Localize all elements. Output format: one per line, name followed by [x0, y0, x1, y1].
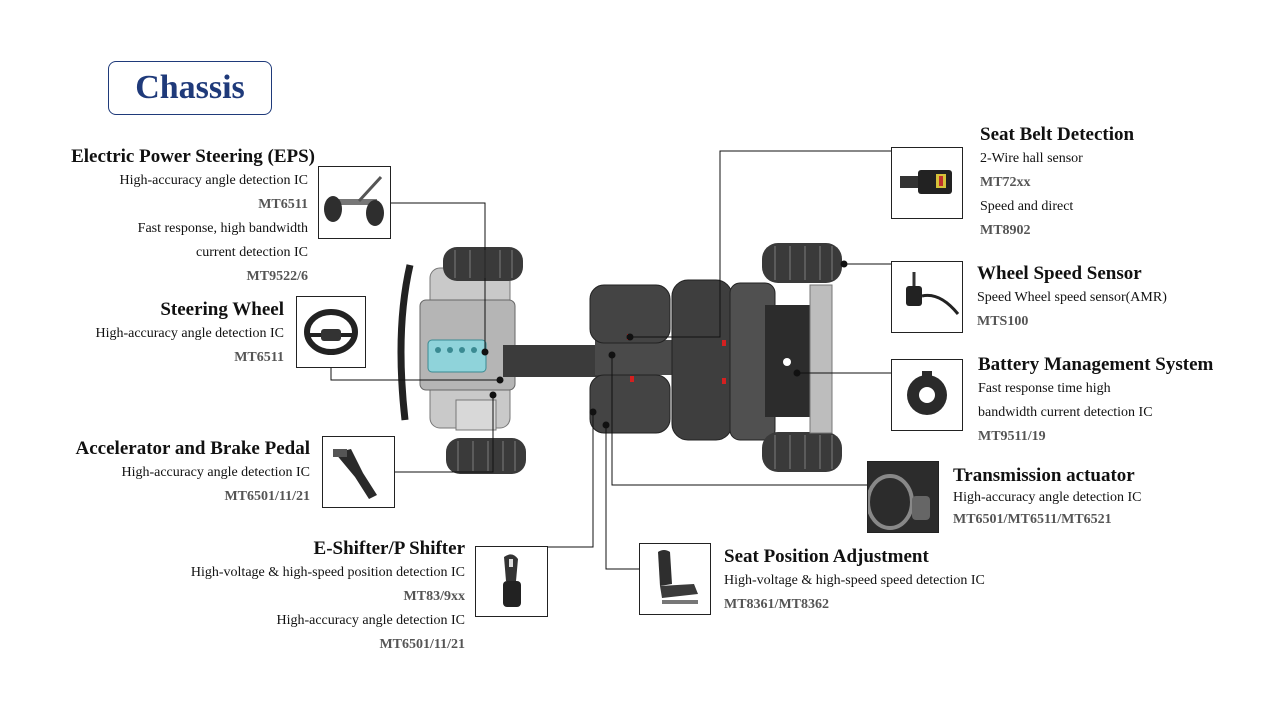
bms-part-number: MT9511/19 [978, 429, 1046, 444]
pedal-icon [333, 449, 377, 499]
seat-position-heading: Seat Position Adjustment [724, 546, 929, 567]
transmission-block: Transmission actuator High-accuracy angl… [953, 465, 1253, 531]
seat-icon [658, 550, 698, 604]
transmission-actuator-icon [866, 474, 930, 530]
wheel-speed-heading: Wheel Speed Sensor [977, 263, 1142, 284]
shifter-leader [547, 412, 594, 548]
seat-position-block: Seat Position Adjustment High-voltage & … [724, 545, 1064, 617]
seat-position-line-1: High-voltage & high-speed speed detectio… [724, 573, 985, 588]
eps-line-1: High-accuracy angle detection IC [119, 173, 308, 188]
front-wheels [443, 247, 526, 474]
steering-wheel-part-number: MT6511 [234, 350, 284, 365]
bms-line-2: bandwidth current detection IC [978, 405, 1153, 420]
transmission-leader [611, 355, 867, 486]
eps-part-number-2: MT9522/6 [246, 269, 308, 284]
steering-wheel-thumbnail [296, 296, 366, 368]
seat-belt-part-number-1: MT72xx [980, 175, 1031, 190]
bms-line-1: Fast response time high [978, 381, 1111, 396]
pedal-thumbnail [322, 436, 395, 508]
wheel-speed-line-1: Speed Wheel speed sensor(AMR) [977, 290, 1167, 305]
seat-thumbnail [639, 543, 711, 615]
eps-line-3: Fast response, high bandwidth [137, 221, 308, 236]
current-sensor-icon [907, 371, 947, 415]
seat-position-leader [605, 425, 640, 570]
shifter-heading: E-Shifter/P Shifter [313, 538, 465, 559]
shifter-thumbnail [475, 546, 548, 617]
steering-leader [330, 368, 500, 381]
steering-wheel-line-1: High-accuracy angle detection IC [95, 326, 284, 341]
shifter-block: E-Shifter/P Shifter High-voltage & high-… [100, 537, 465, 657]
wheel-speed-thumbnail [891, 261, 963, 333]
pedal-block: Accelerator and Brake Pedal High-accurac… [20, 437, 310, 509]
seat-belt-part-number-2: MT8902 [980, 223, 1031, 238]
seat-belt-heading: Seat Belt Detection [980, 124, 1135, 145]
wheel-speed-part-number: MTS100 [977, 314, 1029, 329]
rear-wheels [762, 243, 842, 472]
seat-belt-line-1: 2-Wire hall sensor [980, 151, 1083, 166]
steering-wheel-heading: Steering Wheel [160, 299, 284, 320]
eps-heading: Electric Power Steering (EPS) [71, 146, 315, 167]
front-chassis-illustration [397, 264, 516, 431]
center-tunnel [503, 345, 603, 377]
cabin-seats-illustration [589, 279, 810, 441]
pedal-leader [394, 395, 494, 473]
transmission-heading: Transmission actuator [953, 465, 1135, 486]
shifter-part-number-2: MT6501/11/21 [379, 637, 465, 652]
seat-belt-leader [630, 150, 891, 338]
page-title: Chassis [135, 69, 245, 106]
title-box: Chassis [108, 61, 272, 115]
eps-part-number-1: MT6511 [258, 197, 308, 212]
leader-lines [330, 150, 891, 570]
shifter-line-3: High-accuracy angle detection IC [276, 613, 465, 628]
shifter-icon [503, 554, 521, 607]
wheel-speed-block: Wheel Speed Sensor Speed Wheel speed sen… [977, 262, 1267, 334]
seat-belt-thumbnail [891, 147, 963, 219]
seat-belt-line-3: Speed and direct [980, 199, 1074, 214]
pedal-line-1: High-accuracy angle detection IC [121, 465, 310, 480]
leader-dots [481, 260, 848, 429]
pedal-part-number: MT6501/11/21 [224, 489, 310, 504]
bms-block: Battery Management System Fast response … [978, 353, 1268, 449]
shifter-part-number-1: MT83/9xx [403, 589, 465, 604]
eps-thumbnail [318, 166, 391, 239]
seat-belt-buckle-icon [900, 170, 952, 194]
eps-block: Electric Power Steering (EPS) High-accur… [20, 145, 315, 289]
bms-thumbnail [891, 359, 963, 431]
seat-belt-block: Seat Belt Detection 2-Wire hall sensor M… [980, 123, 1260, 243]
steering-wheel-block: Steering Wheel High-accuracy angle detec… [20, 298, 284, 370]
eps-leader [391, 202, 486, 352]
wheel-speed-sensor-icon [906, 272, 960, 315]
eps-assembly-icon [324, 175, 384, 226]
transmission-line-1: High-accuracy angle detection IC [953, 490, 1142, 505]
bms-heading: Battery Management System [978, 354, 1214, 375]
shifter-line-1: High-voltage & high-speed position detec… [190, 565, 465, 580]
eps-line-4: current detection IC [196, 245, 308, 260]
seat-position-part-number: MT8361/MT8362 [724, 597, 829, 612]
steering-wheel-icon [304, 309, 358, 355]
pedal-heading: Accelerator and Brake Pedal [75, 438, 310, 459]
transmission-part-number: MT6501/MT6511/MT6521 [953, 512, 1112, 527]
transmission-thumbnail [866, 461, 939, 533]
